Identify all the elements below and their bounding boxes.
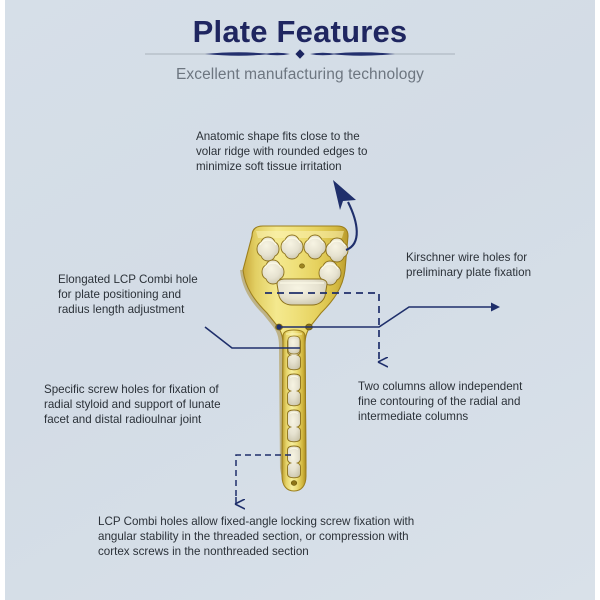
annotation-two-columns: Two columns allow independent fine conto…	[358, 380, 523, 424]
shaft-tip-hole	[290, 480, 298, 486]
head-central-window	[276, 278, 328, 306]
head-locking-holes-lower	[261, 259, 342, 286]
annotation-kirschner-wire-holes: Kirschner wire holes for preliminary pla…	[406, 251, 532, 280]
ornamental-divider	[145, 47, 455, 61]
annotation-anatomic-shape: Anatomic shape fits close to the volar r…	[196, 130, 368, 174]
head-kwire-hole	[299, 263, 305, 269]
combi-hole-4	[287, 445, 301, 479]
elongated-combi-hole-marker	[287, 335, 301, 355]
annotation-specific-screw-holes: Specific screw holes for fixation of rad…	[44, 383, 221, 427]
shaft-combi-holes	[287, 337, 301, 486]
divider-svg	[145, 49, 455, 59]
page-subtitle: Excellent manufacturing technology	[175, 66, 425, 83]
annotation-lcp-combi-holes: LCP Combi holes allow fixed-angle lockin…	[98, 515, 415, 559]
page-title: Plate Features	[192, 14, 408, 49]
head-locking-holes-top	[256, 234, 349, 263]
combi-hole-3	[287, 409, 301, 443]
annotation-elongated-lcp-combi-hole: Elongated LCP Combi hole for plate posit…	[58, 273, 198, 317]
combi-hole-2	[287, 373, 301, 407]
